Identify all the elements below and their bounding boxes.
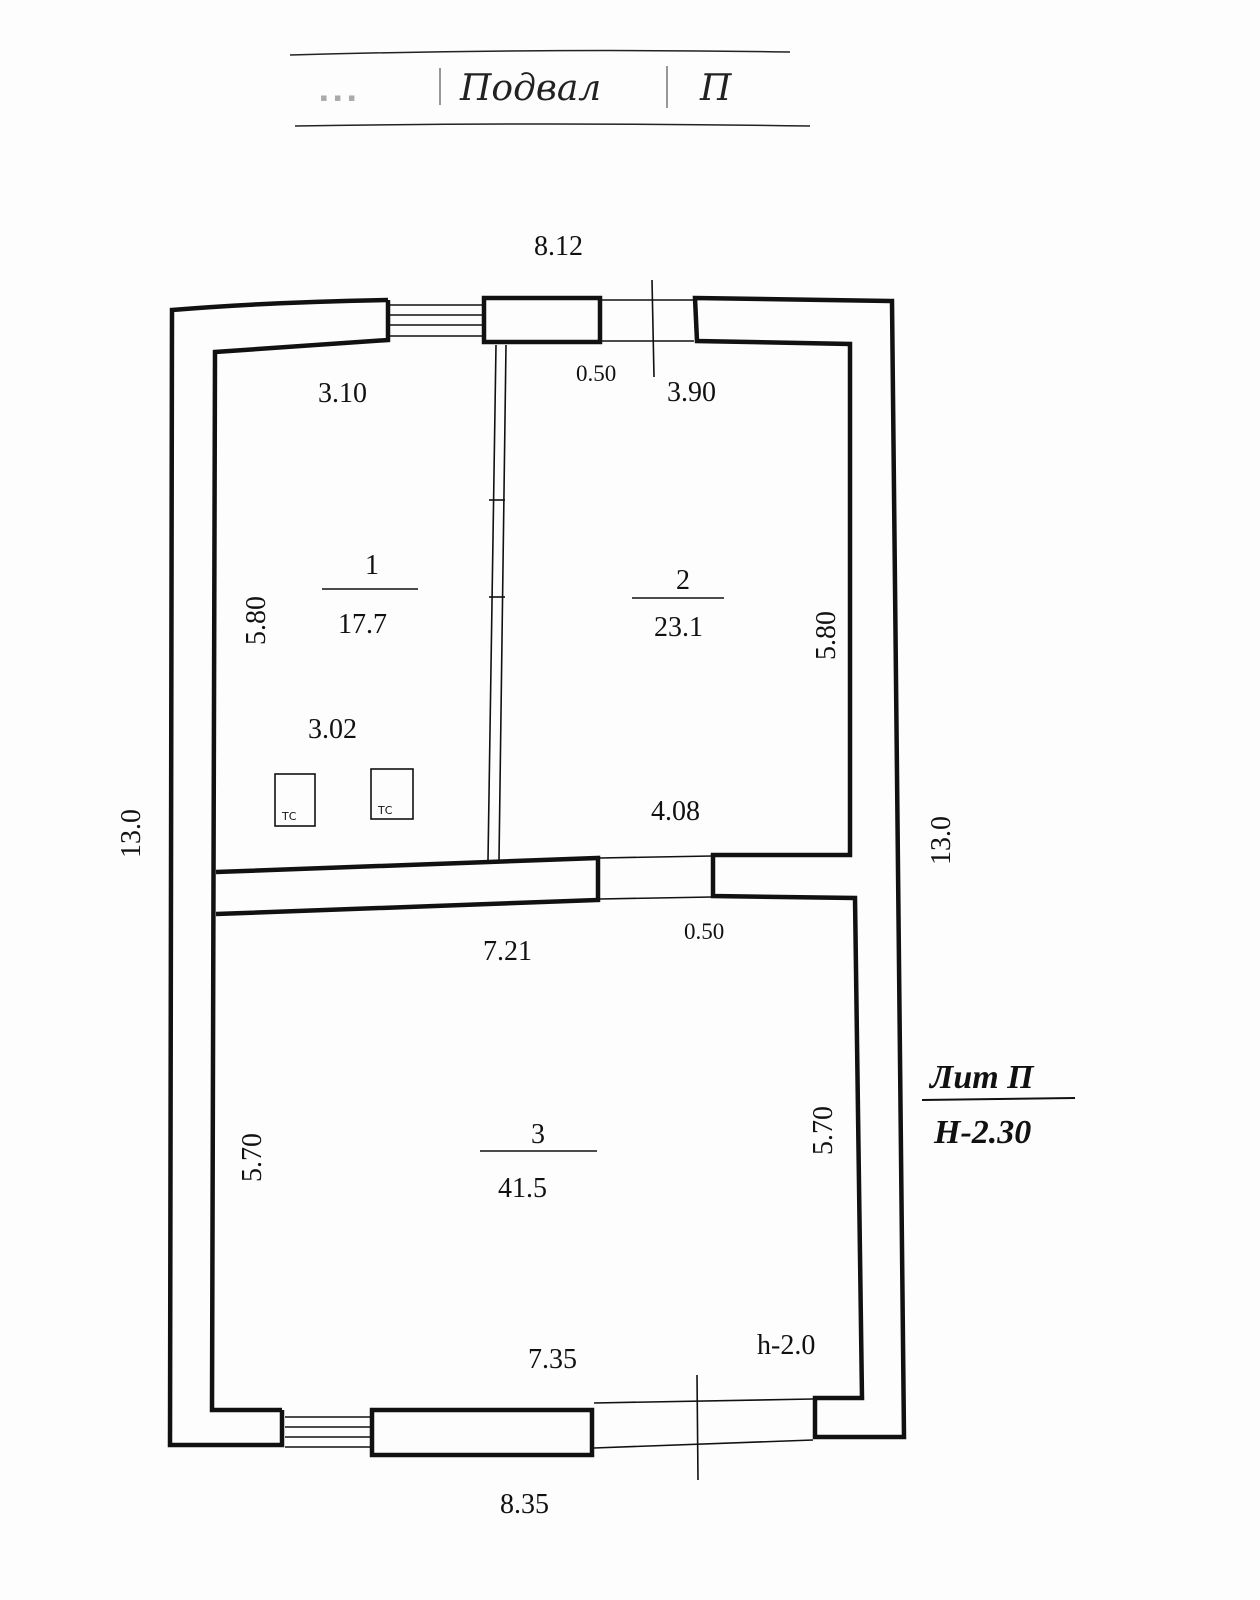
- dim-right-overall: 13.0: [926, 816, 957, 865]
- fixture-tc-1-label: ТС: [281, 810, 297, 823]
- fixture-tc-2: ТС: [370, 768, 414, 820]
- room3-number: 3: [531, 1119, 545, 1150]
- top-door-opening: [602, 279, 694, 378]
- lit-fraction-line: [921, 1097, 1076, 1101]
- height-label: Н-2.30: [933, 1114, 1031, 1151]
- dim-door-middle: 0.50: [684, 919, 724, 944]
- bottom-left-stairs: [285, 1416, 370, 1448]
- dim-room1-top: 3.10: [318, 378, 367, 409]
- room1-number: 1: [365, 550, 379, 581]
- dim-room1-bottom: 3.02: [308, 714, 357, 745]
- dim-room3-right: 5.70: [808, 1106, 839, 1155]
- top-left-window: [390, 304, 483, 337]
- room1-area: 17.7: [338, 609, 387, 640]
- room3-height: h-2.0: [757, 1330, 815, 1361]
- header-stamp: ▪ ▪ ▪ Подвал П: [289, 49, 811, 127]
- header-label: Подвал: [459, 68, 601, 109]
- outer-wall: [167, 295, 907, 1458]
- room3-area: 41.5: [498, 1173, 547, 1204]
- room2-area: 23.1: [654, 612, 703, 643]
- room2-number: 2: [676, 565, 690, 596]
- fixture-tc-1: ТС: [274, 773, 316, 827]
- dim-top-overall: 8.12: [534, 231, 583, 262]
- dim-room3-bottom: 7.35: [528, 1344, 577, 1375]
- dim-room3-left: 5.70: [237, 1133, 268, 1182]
- bottom-right-window: [593, 1374, 814, 1481]
- middle-door-opening: [599, 855, 713, 900]
- dim-room2-bottom: 4.08: [651, 796, 700, 827]
- stamp-faded-text: ▪ ▪ ▪: [320, 85, 356, 110]
- lit-label: Лит П: [928, 1059, 1035, 1096]
- dim-bottom-overall: 8.35: [500, 1489, 549, 1520]
- dim-room2-top: 3.90: [667, 377, 716, 408]
- dim-room2-right: 5.80: [811, 611, 842, 660]
- dim-room3-top: 7.21: [483, 936, 532, 967]
- dim-left-overall: 13.0: [116, 809, 147, 858]
- partition-wall-1-2: [487, 344, 507, 861]
- dim-room1-left: 5.80: [241, 596, 272, 645]
- header-sheet: П: [699, 68, 732, 109]
- fixture-tc-2-label: ТС: [377, 804, 393, 817]
- dim-door-top: 0.50: [576, 361, 616, 386]
